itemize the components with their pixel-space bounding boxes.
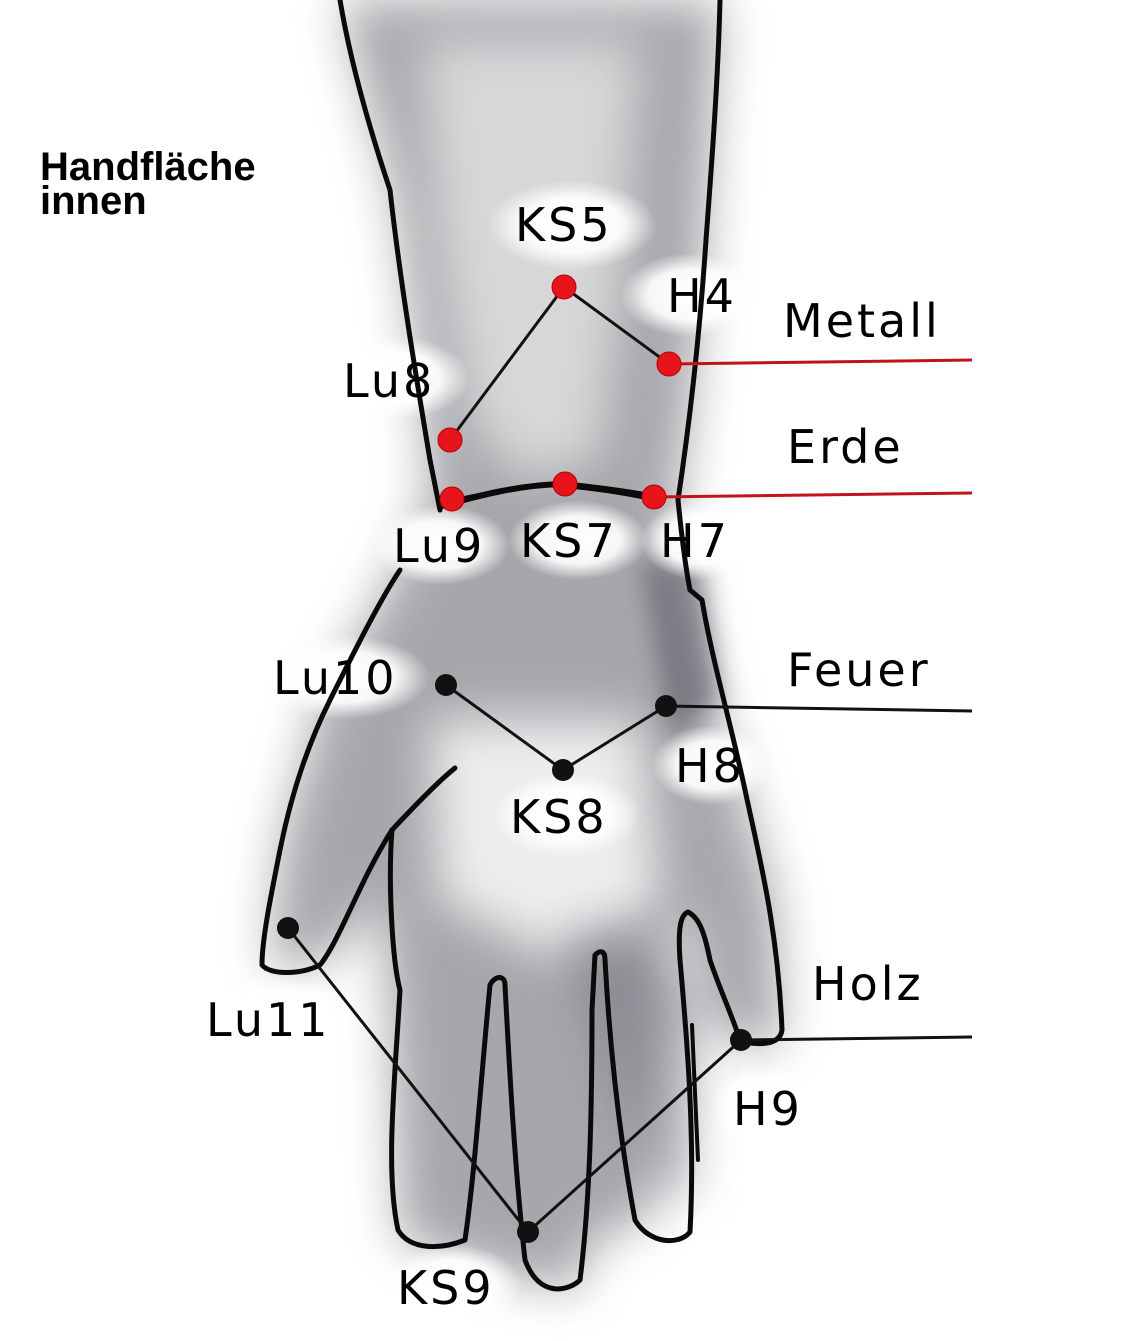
erde-line <box>653 491 973 499</box>
point-ks5 <box>551 274 577 300</box>
label-metall: Metall <box>783 294 941 348</box>
point-h9 <box>730 1029 752 1051</box>
point-lu9 <box>439 486 465 512</box>
label-holz: Holz <box>812 957 924 1011</box>
page-title: Handfläche innen <box>40 145 256 223</box>
hand-outline <box>259 0 785 1292</box>
title-line-1: Handfläche <box>40 145 256 189</box>
label-lu8: Lu8 <box>343 354 435 408</box>
point-h8 <box>655 695 677 717</box>
label-h9: H9 <box>733 1082 803 1136</box>
metall-line <box>668 358 973 366</box>
label-ks8: KS8 <box>510 790 608 844</box>
acupoints <box>277 274 752 1243</box>
label-erde: Erde <box>787 420 904 474</box>
point-lu8 <box>437 427 463 453</box>
label-ks9: KS9 <box>397 1261 495 1315</box>
label-ks7: KS7 <box>520 514 618 568</box>
title-line-2: innen <box>40 179 147 223</box>
element-labels: Metall Erde Feuer Holz <box>783 294 941 1011</box>
label-halos <box>191 180 830 1328</box>
label-h8: H8 <box>675 739 745 793</box>
label-feuer: Feuer <box>787 643 931 697</box>
holz-line <box>740 1035 973 1042</box>
label-h7: H7 <box>660 514 730 568</box>
point-lu10 <box>435 674 457 696</box>
label-h4: H4 <box>667 269 737 323</box>
element-lines <box>653 358 973 1042</box>
point-labels: KS5 H4 Lu8 Lu9 KS7 H7 Lu10 H8 KS8 Lu11 H… <box>206 198 803 1315</box>
label-lu11: Lu11 <box>206 993 331 1047</box>
point-lu11 <box>277 917 299 939</box>
feuer-line <box>665 704 973 713</box>
point-h4 <box>656 351 682 377</box>
label-lu9: Lu9 <box>393 519 485 573</box>
label-ks5: KS5 <box>515 198 613 252</box>
label-lu10: Lu10 <box>273 651 398 705</box>
point-ks8 <box>552 759 574 781</box>
point-ks9 <box>517 1221 539 1243</box>
point-ks7 <box>552 471 578 497</box>
point-h7 <box>641 484 667 510</box>
